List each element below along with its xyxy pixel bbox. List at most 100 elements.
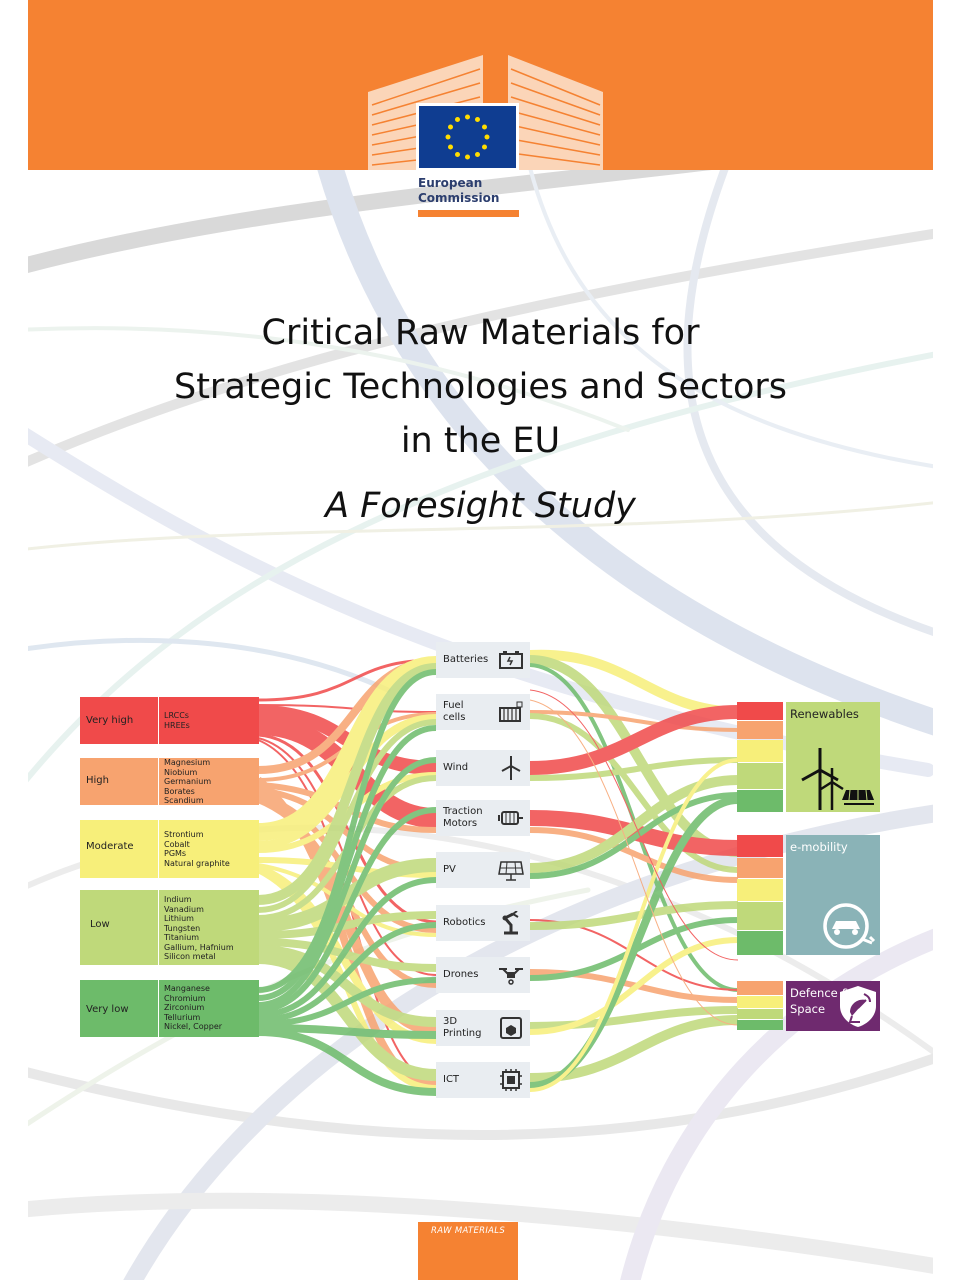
tech-label: Drones (443, 957, 478, 993)
material-item: Scandium (164, 796, 204, 805)
battery-icon (499, 651, 523, 669)
tech-label-line: cells (443, 712, 466, 723)
publisher-name: European Commission (418, 176, 518, 206)
sector-label: Renewables (790, 706, 859, 722)
motor-icon (498, 811, 523, 825)
material-item: Cobalt (164, 839, 190, 849)
tech-label: Wind (443, 750, 468, 786)
risk-level-materials: Manganese Chromium Zirconium Tellurium N… (164, 984, 222, 1032)
risk-level-materials: Magnesium Niobium Germanium Borates Scan… (164, 758, 211, 806)
material-item: Nickel, Copper (164, 1022, 223, 1031)
robot-arm-icon (502, 911, 519, 935)
risk-level-very-low: Very low Manganese Chromium Zirconium Te… (80, 980, 245, 1037)
satellite-shield-icon (840, 986, 876, 1027)
title-line: in the EU (400, 421, 561, 461)
sector-renewables: Renewables (786, 702, 880, 812)
material-item: Vanadium (164, 904, 204, 914)
tech-pv: PV (436, 852, 530, 888)
tech-label: Batteries (443, 642, 488, 678)
material-item: Titanium (164, 933, 200, 942)
publisher-underline (418, 210, 519, 217)
tech-label-line: Robotics (443, 917, 486, 928)
publisher-line-1: European (418, 176, 483, 190)
sector-label-line: Defence & (790, 986, 851, 1000)
tech-label: PV (443, 852, 456, 888)
tech-label-line: Motors (443, 818, 478, 829)
divider (158, 890, 159, 965)
risk-level-high: High Magnesium Niobium Germanium Borates… (80, 758, 245, 805)
material-item: Tungsten (164, 923, 201, 933)
risk-level-materials: Indium Vanadium Lithium Tungsten Titaniu… (164, 895, 234, 962)
solar-panel-icon (498, 861, 524, 881)
background-curves (28, 170, 933, 1280)
divider (158, 697, 159, 744)
tech-label: ICT (443, 1062, 459, 1098)
sector-risk-strips (737, 702, 783, 1030)
material-item: Strontium (164, 830, 204, 839)
sector-label-line: Renewables (790, 707, 859, 721)
divider (158, 980, 159, 1037)
material-item: Lithium (164, 914, 194, 923)
ec-building-logo (368, 55, 603, 171)
wind-solar-icon (801, 748, 874, 810)
drone-icon (499, 968, 523, 985)
tech-label-line: Batteries (443, 654, 489, 665)
material-item: Silicon metal (164, 952, 216, 961)
risk-level-materials: LRCCs HREEs (164, 711, 190, 730)
page-subtitle: A Foresight Study (325, 486, 636, 526)
material-item: Tellurium (164, 1012, 201, 1022)
tech-ict: ICT (436, 1062, 530, 1098)
tech-label-line: 3D (443, 1016, 458, 1027)
series-label: RAW MATERIALS (430, 1226, 506, 1236)
risk-level-moderate: Moderate Strontium Cobalt PGMs Natural g… (80, 820, 245, 878)
tech-wind: Wind (436, 750, 530, 786)
divider (158, 820, 159, 878)
material-item: HREEs (164, 720, 190, 730)
material-item: Gallium, Hafnium (164, 942, 234, 952)
tech-label-line: Drones (443, 969, 479, 980)
material-item: Zirconium (164, 1003, 205, 1012)
risk-level-label: High (86, 775, 109, 786)
material-item: Magnesium (164, 758, 211, 767)
tech-batteries: Batteries (436, 642, 530, 678)
tech-label-line: PV (443, 864, 456, 875)
title-line: Strategic Technologies and Sectors (173, 367, 788, 407)
material-item: Borates (164, 786, 195, 796)
risk-level-materials: Strontium Cobalt PGMs Natural graphite (164, 830, 230, 868)
sector-label: e-mobility (790, 839, 848, 855)
tech-label-line: Printing (443, 1028, 482, 1039)
ev-plug-icon (823, 903, 876, 949)
tech-robotics: Robotics (436, 905, 530, 941)
material-item: Chromium (164, 993, 206, 1003)
sector-label-line: Space (790, 1002, 826, 1016)
material-item: LRCCs (164, 711, 189, 720)
fuel-cell-icon (499, 701, 523, 722)
cover-page: European Commission Critical Raw Materia… (28, 0, 933, 1280)
tech-label-line: Fuel (443, 700, 464, 711)
chip-icon (500, 1069, 522, 1091)
material-item: Natural graphite (164, 858, 230, 868)
material-item: Niobium (164, 767, 198, 777)
tech-label: Robotics (443, 905, 486, 941)
risk-level-label: Low (90, 919, 110, 930)
wind-turbine-icon (501, 756, 521, 780)
sector-label-line: e-mobility (790, 840, 848, 854)
page-title: Critical Raw Materials for Strategic Tec… (28, 306, 933, 468)
risk-level-low: Low Indium Vanadium Lithium Tungsten Tit… (80, 890, 245, 965)
sector-label: Defence & Space (790, 985, 850, 1017)
material-item: Indium (164, 895, 192, 904)
material-item: Germanium (164, 777, 212, 786)
tech-label-line: Wind (443, 762, 469, 773)
divider (158, 758, 159, 805)
material-item: Manganese (164, 984, 210, 993)
tech-label-line: ICT (443, 1074, 460, 1085)
risk-level-label: Very high (86, 715, 134, 726)
risk-level-very-high: Very high LRCCs HREEs (80, 697, 245, 744)
series-tab: RAW MATERIALS (418, 1222, 518, 1280)
title-line: Critical Raw Materials for (261, 313, 700, 353)
